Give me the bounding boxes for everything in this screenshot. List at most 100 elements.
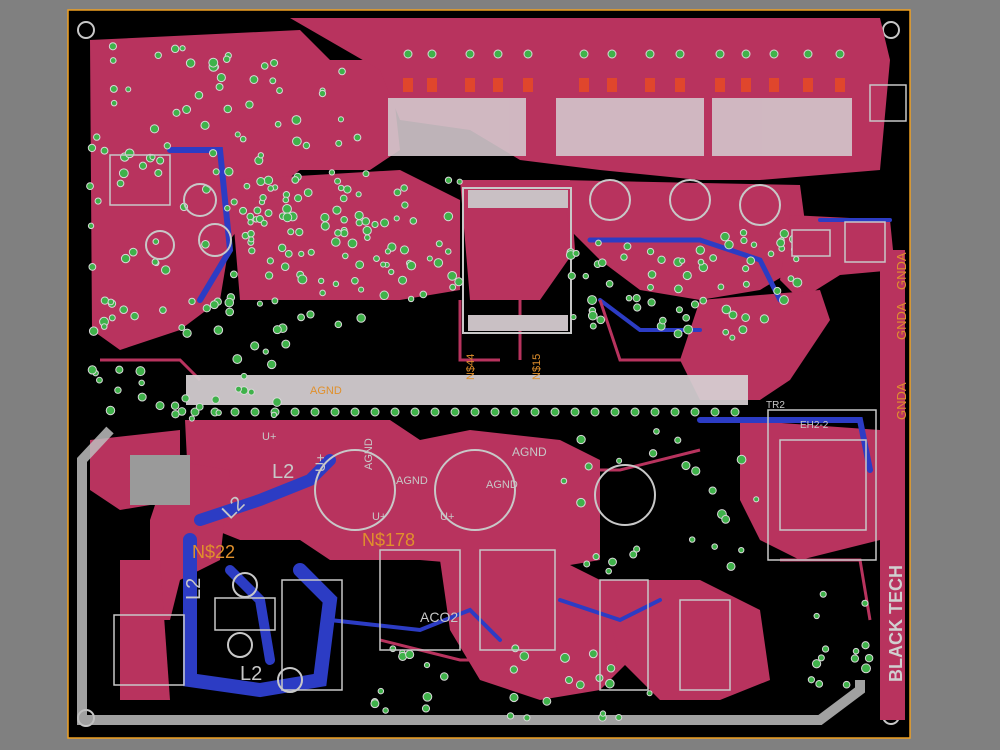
- mounting-hole: [882, 21, 900, 39]
- component-pad: [342, 252, 349, 260]
- component-pad: [188, 297, 196, 306]
- component-pad: [821, 645, 830, 653]
- component-pad: [673, 329, 683, 339]
- component-pad: [125, 86, 132, 93]
- component-pad: [334, 229, 342, 237]
- component-pad: [675, 49, 685, 59]
- component-pad: [353, 133, 362, 142]
- component-pad: [115, 365, 124, 374]
- trace: [225, 565, 275, 665]
- component-pad: [109, 57, 117, 64]
- component-pad: [190, 407, 200, 417]
- component-pad: [738, 546, 745, 554]
- component-pad: [632, 294, 641, 303]
- component-pad: [379, 290, 389, 301]
- component-pad: [235, 385, 242, 393]
- component-pad: [209, 300, 219, 310]
- capacitor: [739, 184, 781, 226]
- ic-body: [462, 187, 572, 334]
- component-pad: [850, 654, 860, 663]
- component-pad: [232, 354, 243, 364]
- component-pad: [124, 148, 135, 159]
- component-pad: [721, 514, 731, 524]
- component-pad: [633, 545, 641, 553]
- component-pad: [567, 271, 576, 280]
- component-pad: [181, 394, 190, 403]
- component-pad: [303, 188, 313, 197]
- component-pad: [629, 550, 638, 559]
- net-label-agnd: AGND: [486, 479, 518, 491]
- component-pad: [724, 239, 734, 250]
- relay-outline: [113, 614, 185, 686]
- component-pad: [633, 303, 642, 312]
- component-pad: [852, 647, 860, 655]
- component-pad: [610, 407, 620, 417]
- capacitor: [594, 464, 656, 526]
- component-pad: [646, 690, 653, 697]
- relay-outline: [379, 549, 461, 651]
- component-pad: [355, 219, 363, 227]
- component-pad: [726, 561, 736, 571]
- component-label-aco2: ACO2: [420, 609, 458, 625]
- component-pad: [338, 67, 346, 76]
- component-pad: [290, 407, 300, 417]
- component-pad: [623, 242, 632, 251]
- component-pad: [647, 283, 654, 291]
- component-pad: [154, 51, 162, 59]
- net-label-uplus: U+: [440, 511, 454, 523]
- component-pad: [230, 198, 238, 206]
- component-pad: [255, 215, 264, 224]
- component-pad: [449, 283, 457, 291]
- component-pad: [163, 142, 171, 150]
- component-pad: [592, 553, 600, 561]
- component-pad: [272, 325, 282, 335]
- component-pad: [118, 168, 129, 179]
- component-pad: [335, 139, 343, 147]
- component-pad: [447, 270, 458, 281]
- component-pad: [105, 405, 116, 416]
- component-pad: [270, 411, 278, 419]
- component-pad: [767, 250, 775, 258]
- component-pad: [646, 247, 655, 256]
- connector-outline: [130, 455, 190, 505]
- component-pad: [490, 407, 500, 417]
- component-pad: [334, 320, 343, 329]
- relay-outline: [599, 579, 649, 691]
- component-pad: [530, 407, 540, 417]
- component-pad: [319, 289, 326, 297]
- component-pad: [320, 212, 330, 223]
- component-pad: [256, 300, 263, 307]
- component-pad: [675, 306, 683, 314]
- component-pad: [465, 49, 475, 59]
- component-pad: [742, 280, 750, 288]
- component-pad: [645, 49, 655, 59]
- component-pad: [444, 176, 453, 184]
- component-pad: [108, 42, 117, 51]
- component-pad: [439, 672, 449, 681]
- connector-outline: [869, 84, 907, 122]
- copper-pour: [185, 420, 600, 570]
- inductor-label-l2: L2: [272, 461, 294, 483]
- component-pad: [444, 248, 452, 255]
- component-pad: [590, 407, 600, 417]
- component-pad: [223, 104, 233, 114]
- component-pad: [151, 258, 159, 266]
- component-pad: [450, 407, 460, 417]
- component-pad: [256, 177, 266, 187]
- component-pad: [267, 185, 274, 192]
- component-pad: [575, 680, 585, 690]
- component-pad: [861, 599, 869, 607]
- component-pad: [185, 58, 196, 68]
- component-pad: [572, 249, 580, 257]
- copper-pour: [120, 560, 170, 700]
- component-pad: [792, 277, 803, 288]
- capacitor: [227, 632, 253, 658]
- component-pad: [340, 229, 349, 238]
- trace: [458, 300, 500, 362]
- net-label-uplus: U+: [262, 431, 276, 443]
- component-pad: [509, 692, 519, 703]
- capacitor: [314, 449, 396, 531]
- component-pad: [419, 290, 428, 299]
- component-pad: [272, 397, 282, 407]
- component-pad: [433, 258, 444, 268]
